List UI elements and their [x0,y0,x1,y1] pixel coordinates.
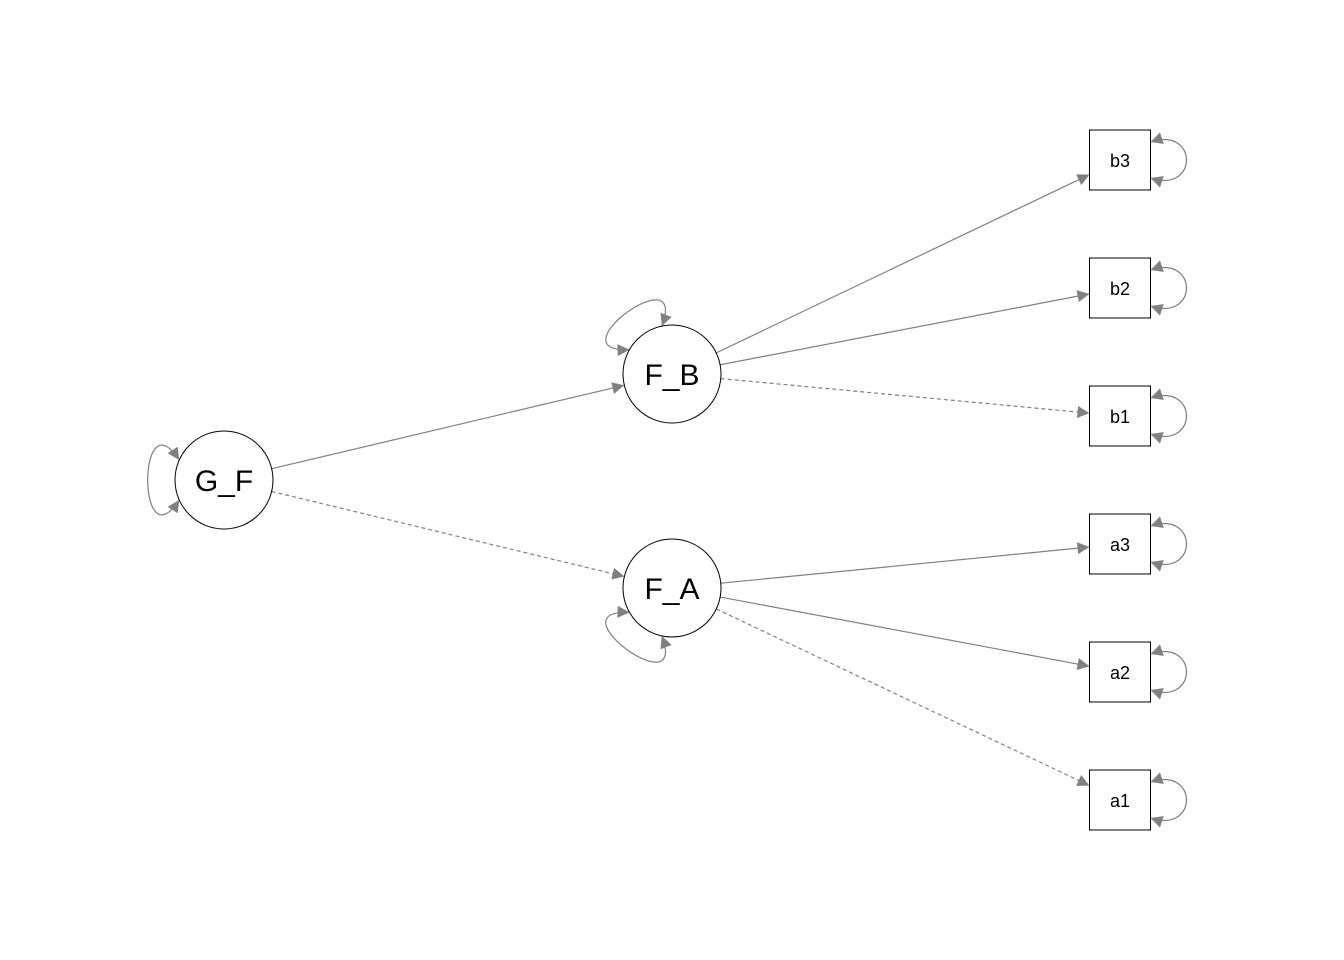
node-a3: a3 [1089,513,1151,575]
manifest-node-label: a3 [1110,535,1130,555]
self-loop-G_F [147,444,180,516]
node-a2: a2 [1089,641,1151,703]
node-b3: b3 [1089,129,1151,191]
edge-F_B-to-b2 [720,290,1090,366]
manifest-node-label: b2 [1110,279,1130,299]
edges-layer [271,174,1090,787]
self-loop-F_B [605,299,672,357]
manifest-node-label: a1 [1110,791,1130,811]
self-loop-a3 [1150,516,1188,572]
node-G_F: G_F [174,430,274,530]
latent-node-shape [622,324,722,424]
edge-G_F-to-F_A [271,490,625,580]
manifest-node-shape [1089,513,1151,575]
latent-node-label: F_B [644,359,699,392]
node-F_B: F_B [622,324,722,424]
self-loop-b2 [1150,260,1188,316]
edge-F_A-to-a2 [720,596,1090,670]
manifest-node-shape [1089,385,1151,447]
self-loop-F_A [605,605,672,663]
edge-F_A-to-a3 [720,542,1090,584]
self-loop-b3 [1150,132,1188,188]
latent-node-shape [174,430,274,530]
manifest-node-label: b3 [1110,151,1130,171]
self-loops-layer [147,132,1188,828]
edge-G_F-to-F_B [271,382,625,470]
nodes-layer: G_F F_B F_A b3 b2 b1 a3 a2 a1 [174,129,1151,831]
latent-node-label: G_F [195,465,253,498]
edge-F_B-to-b3 [715,174,1090,354]
edge-F_A-to-a1 [716,608,1090,787]
self-loop-b1 [1150,388,1188,444]
manifest-node-label: a2 [1110,663,1130,683]
self-loop-a1 [1150,772,1188,828]
edge-F_B-to-b1 [720,377,1090,418]
manifest-node-label: b1 [1110,407,1130,427]
node-F_A: F_A [622,538,722,638]
manifest-node-shape [1089,641,1151,703]
manifest-node-shape [1089,257,1151,319]
latent-node-label: F_A [644,573,699,606]
latent-node-shape [622,538,722,638]
node-b1: b1 [1089,385,1151,447]
manifest-node-shape [1089,769,1151,831]
node-a1: a1 [1089,769,1151,831]
self-loop-a2 [1150,644,1188,700]
manifest-node-shape [1089,129,1151,191]
node-b2: b2 [1089,257,1151,319]
